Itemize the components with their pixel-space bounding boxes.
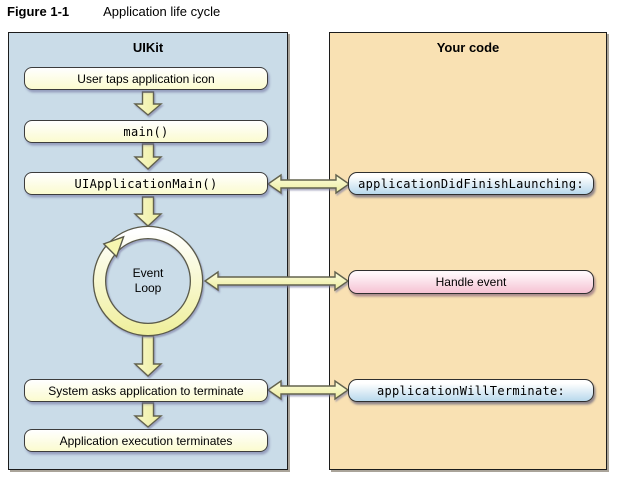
application-will-terminate-box: applicationWillTerminate: [348,379,594,402]
uiapplicationmain-label: UIApplicationMain() [74,176,218,191]
main-label: main() [123,124,169,139]
your-code-panel: Your code [329,32,607,470]
event-loop-line2: Loop [134,281,162,295]
handle-event-box: Handle event [348,270,594,294]
system-asks-terminate-box: System asks application to terminate [24,379,268,402]
user-taps-label: User taps application icon [77,71,215,86]
did-finish-label: applicationDidFinishLaunching: [358,176,584,191]
event-loop-line1: Event [132,266,164,280]
figure-title: Application life cycle [103,4,221,19]
system-asks-label: System asks application to terminate [48,383,244,398]
handle-event-label: Handle event [435,275,507,289]
event-loop-label: Event Loop [116,266,180,296]
app-exec-label: Application execution terminates [59,433,233,448]
your-code-panel-title: Your code [436,40,500,55]
uikit-panel-title: UIKit [132,40,164,55]
main-function-box: main() [24,120,268,143]
figure-label: Figure 1-1 [7,4,70,19]
user-taps-application-icon-box: User taps application icon [24,67,268,90]
application-did-finish-launching-box: applicationDidFinishLaunching: [348,172,594,195]
uikit-panel: UIKit [8,32,288,470]
figure-caption: Figure 1-1 Application life cycle [7,4,220,19]
will-terminate-label: applicationWillTerminate: [376,383,566,398]
uiapplicationmain-box: UIApplicationMain() [24,172,268,195]
application-execution-terminates-box: Application execution terminates [24,429,268,452]
